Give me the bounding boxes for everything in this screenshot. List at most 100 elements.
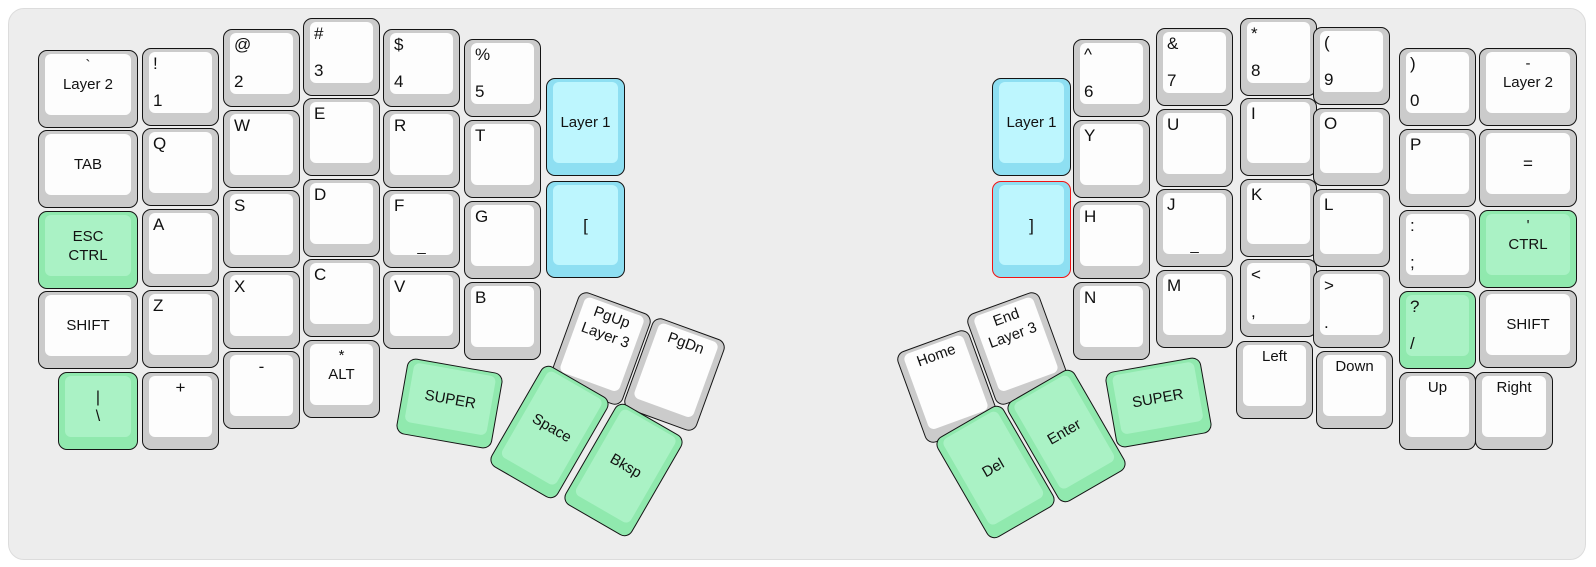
key-r-lt-comma[interactable]: <,	[1240, 259, 1317, 337]
key-l-d[interactable]: D	[303, 179, 380, 257]
key-r-gt-period[interactable]: >.	[1313, 270, 1390, 348]
key-r-i[interactable]: I	[1240, 98, 1317, 176]
key-r-left[interactable]: Left	[1236, 341, 1313, 419]
key-label: L	[1324, 195, 1334, 214]
key-label: D	[314, 185, 327, 204]
keycap-top: F_	[390, 194, 453, 255]
keycap-top: #3	[310, 22, 373, 83]
key-label: )	[1410, 54, 1416, 73]
key-l-w[interactable]: W	[223, 110, 300, 188]
key-l-a[interactable]: A	[142, 209, 219, 287]
keycap-top: !1	[149, 52, 212, 113]
key-l-layer1[interactable]: Layer 1	[546, 78, 625, 176]
key-r-n[interactable]: N	[1073, 282, 1150, 360]
key-label: Y	[1084, 126, 1096, 145]
key-r-equals[interactable]: =	[1479, 129, 1577, 207]
key-label: SHIFT	[1506, 316, 1550, 333]
key-l-e[interactable]: E	[303, 98, 380, 176]
keycap-top: ]	[999, 185, 1064, 265]
key-label: 6	[1084, 82, 1094, 101]
key-r-up[interactable]: Up	[1399, 372, 1476, 450]
key-l-c[interactable]: C	[303, 259, 380, 337]
key-l-lbracket[interactable]: [	[546, 181, 625, 278]
key-l-dollar-4[interactable]: $4	[383, 29, 460, 107]
key-top-center-labels: Left	[1243, 347, 1306, 366]
key-r-h[interactable]: H	[1073, 201, 1150, 279]
key-label: (	[1324, 33, 1330, 52]
key-label: /	[1410, 334, 1415, 353]
key-l-at-2[interactable]: @2	[223, 29, 300, 107]
key-r-shift[interactable]: SHIFT	[1479, 290, 1577, 368]
key-r-colon-semicolon[interactable]: :;	[1399, 210, 1476, 288]
key-r-rparen-0[interactable]: )0	[1399, 48, 1476, 126]
key-r-star-8[interactable]: *8	[1240, 18, 1317, 96]
keycap-top: -Layer 2	[1486, 52, 1570, 113]
key-center-labels: |\	[65, 376, 131, 437]
key-r-right[interactable]: Right	[1475, 372, 1553, 450]
key-center-labels: SHIFT	[45, 295, 131, 356]
key-l-t[interactable]: T	[464, 120, 541, 198]
key-r-o[interactable]: O	[1313, 108, 1390, 186]
key-r-lparen-9[interactable]: (9	[1313, 27, 1390, 105]
key-l-percent-5[interactable]: %5	[464, 39, 541, 117]
key-r-k[interactable]: K	[1240, 179, 1317, 257]
key-r-layer1[interactable]: Layer 1	[992, 78, 1071, 176]
key-l-shift[interactable]: SHIFT	[38, 291, 138, 369]
key-l-star-alt[interactable]: *ALT	[303, 340, 380, 418]
key-label: 9	[1324, 70, 1334, 89]
key-r-minus-layer2[interactable]: -Layer 2	[1479, 48, 1577, 126]
key-r-j[interactable]: J_	[1156, 189, 1233, 267]
key-center-labels: SUPER	[404, 362, 496, 436]
key-r-quote-ctrl[interactable]: 'CTRL	[1479, 210, 1577, 288]
key-label: G	[475, 207, 489, 226]
key-l-tab[interactable]: TAB	[38, 130, 138, 208]
key-l-q[interactable]: Q	[142, 128, 219, 206]
key-label: 8	[1251, 61, 1261, 80]
key-r-question-slash[interactable]: ?/	[1399, 291, 1476, 369]
key-r-p[interactable]: P	[1399, 129, 1476, 207]
keycap-top: -	[230, 355, 293, 416]
key-l-s[interactable]: S	[223, 190, 300, 268]
key-l-pipe-backslash[interactable]: |\	[58, 372, 138, 450]
key-l-exclam-1[interactable]: !1	[142, 48, 219, 126]
keycap-top: D	[310, 183, 373, 244]
key-label: C	[314, 265, 327, 284]
key-l-x[interactable]: X	[223, 271, 300, 349]
key-r-m[interactable]: M	[1156, 270, 1233, 348]
key-r-l[interactable]: L	[1313, 189, 1390, 267]
key-r-y[interactable]: Y	[1073, 120, 1150, 198]
key-l-hash-3[interactable]: #3	[303, 18, 380, 96]
key-r-down[interactable]: Down	[1316, 351, 1393, 429]
keycap-top: Z	[149, 294, 212, 355]
key-l-plus[interactable]: +	[142, 372, 219, 450]
key-r-rbracket[interactable]: ]	[992, 181, 1071, 278]
key-r-amp-7[interactable]: &7	[1156, 28, 1233, 106]
key-top-center-labels: -	[230, 357, 293, 376]
key-label: _	[1190, 237, 1199, 254]
key-l-minus[interactable]: -	[223, 351, 300, 429]
key-label: E	[314, 104, 326, 123]
key-l-v[interactable]: V	[383, 271, 460, 349]
key-l-g[interactable]: G	[464, 201, 541, 279]
keycap-top: S	[230, 194, 293, 255]
key-l-z[interactable]: Z	[142, 290, 219, 368]
key-l-b[interactable]: B	[464, 282, 541, 360]
key-l-super[interactable]: SUPER	[395, 357, 504, 450]
key-label: =	[1523, 154, 1533, 173]
keycap-top: SHIFT	[1486, 294, 1570, 355]
keycap-top: ?/	[1406, 295, 1469, 356]
key-center-labels: ]	[999, 185, 1064, 265]
key-l-r[interactable]: R	[383, 110, 460, 188]
key-label: M	[1167, 276, 1182, 295]
key-l-f[interactable]: F_	[383, 190, 460, 268]
key-r-u[interactable]: U	[1156, 109, 1233, 187]
key-label: ALT	[328, 366, 355, 383]
keycap-top: Down	[1323, 355, 1386, 416]
key-label: Home	[914, 340, 958, 371]
keycap-top: H	[1080, 205, 1143, 266]
key-r-caret-6[interactable]: ^6	[1073, 39, 1150, 117]
key-l-layer2[interactable]: `Layer 2	[38, 50, 138, 128]
key-top-center-labels: Up	[1406, 378, 1469, 397]
